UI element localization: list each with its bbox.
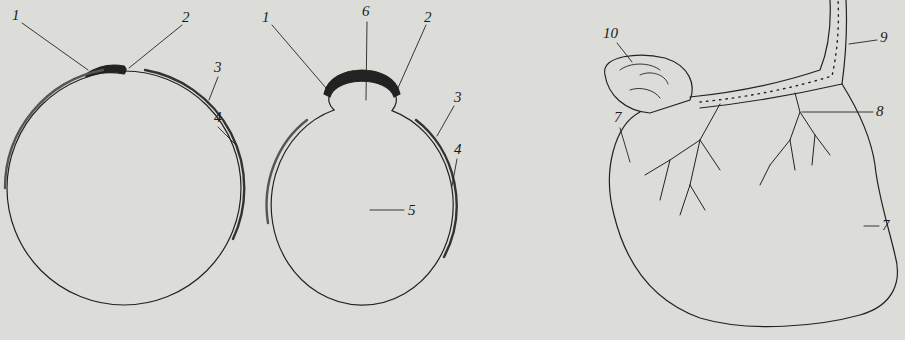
outer-layer bbox=[5, 70, 103, 188]
blastoderm bbox=[324, 70, 400, 97]
callout-number: 9 bbox=[880, 29, 888, 45]
callout-number: 4 bbox=[454, 141, 462, 157]
callout-wrapper: 7 bbox=[614, 108, 622, 126]
yolk-sac bbox=[609, 84, 897, 327]
callout-wrapper: 4 bbox=[214, 108, 222, 126]
callout-number: 6 bbox=[362, 3, 370, 19]
callout-number: 1 bbox=[12, 7, 20, 23]
callout-number: 5 bbox=[408, 202, 416, 218]
callout-number: 1 bbox=[262, 9, 270, 25]
blood-vessel bbox=[760, 93, 830, 185]
callout-number: 2 bbox=[424, 9, 432, 25]
callout-number: 3 bbox=[454, 89, 462, 105]
callout-wrapper: 3 bbox=[214, 58, 222, 76]
callout-wrapper: 6 bbox=[362, 2, 370, 20]
callout-number: 4 bbox=[214, 109, 222, 125]
embryo bbox=[605, 55, 693, 113]
outer-layer bbox=[145, 70, 244, 239]
callout-wrapper: 10 bbox=[603, 24, 618, 42]
callout-number: 10 bbox=[603, 25, 618, 41]
callout-number: 7 bbox=[614, 109, 622, 125]
callout-wrapper: 7 bbox=[882, 216, 890, 234]
callout-wrapper: 1 bbox=[12, 6, 20, 24]
stalk bbox=[700, 0, 847, 108]
embryo-detail bbox=[620, 64, 668, 98]
outer-layer bbox=[267, 120, 307, 223]
callout-number: 8 bbox=[876, 103, 884, 119]
callout-number: 7 bbox=[882, 217, 890, 233]
leader-lines bbox=[22, 22, 879, 226]
callout-number: 3 bbox=[214, 59, 222, 75]
callout-wrapper: 3 bbox=[454, 88, 462, 106]
yolk-outline bbox=[271, 110, 453, 305]
blastoderm bbox=[86, 65, 126, 77]
callout-wrapper: 4 bbox=[454, 140, 462, 158]
callout-wrapper: 8 bbox=[876, 102, 884, 120]
callout-wrapper: 5 bbox=[408, 201, 416, 219]
yolk-outline bbox=[7, 71, 241, 305]
callout-wrapper: 1 bbox=[262, 8, 270, 26]
callout-wrapper: 2 bbox=[182, 8, 190, 26]
callout-wrapper: 9 bbox=[880, 28, 888, 46]
blood-vessel bbox=[645, 104, 720, 215]
callout-wrapper: 2 bbox=[424, 8, 432, 26]
stalk-canal bbox=[700, 0, 838, 102]
callout-number: 2 bbox=[182, 9, 190, 25]
outer-layer bbox=[416, 120, 457, 257]
